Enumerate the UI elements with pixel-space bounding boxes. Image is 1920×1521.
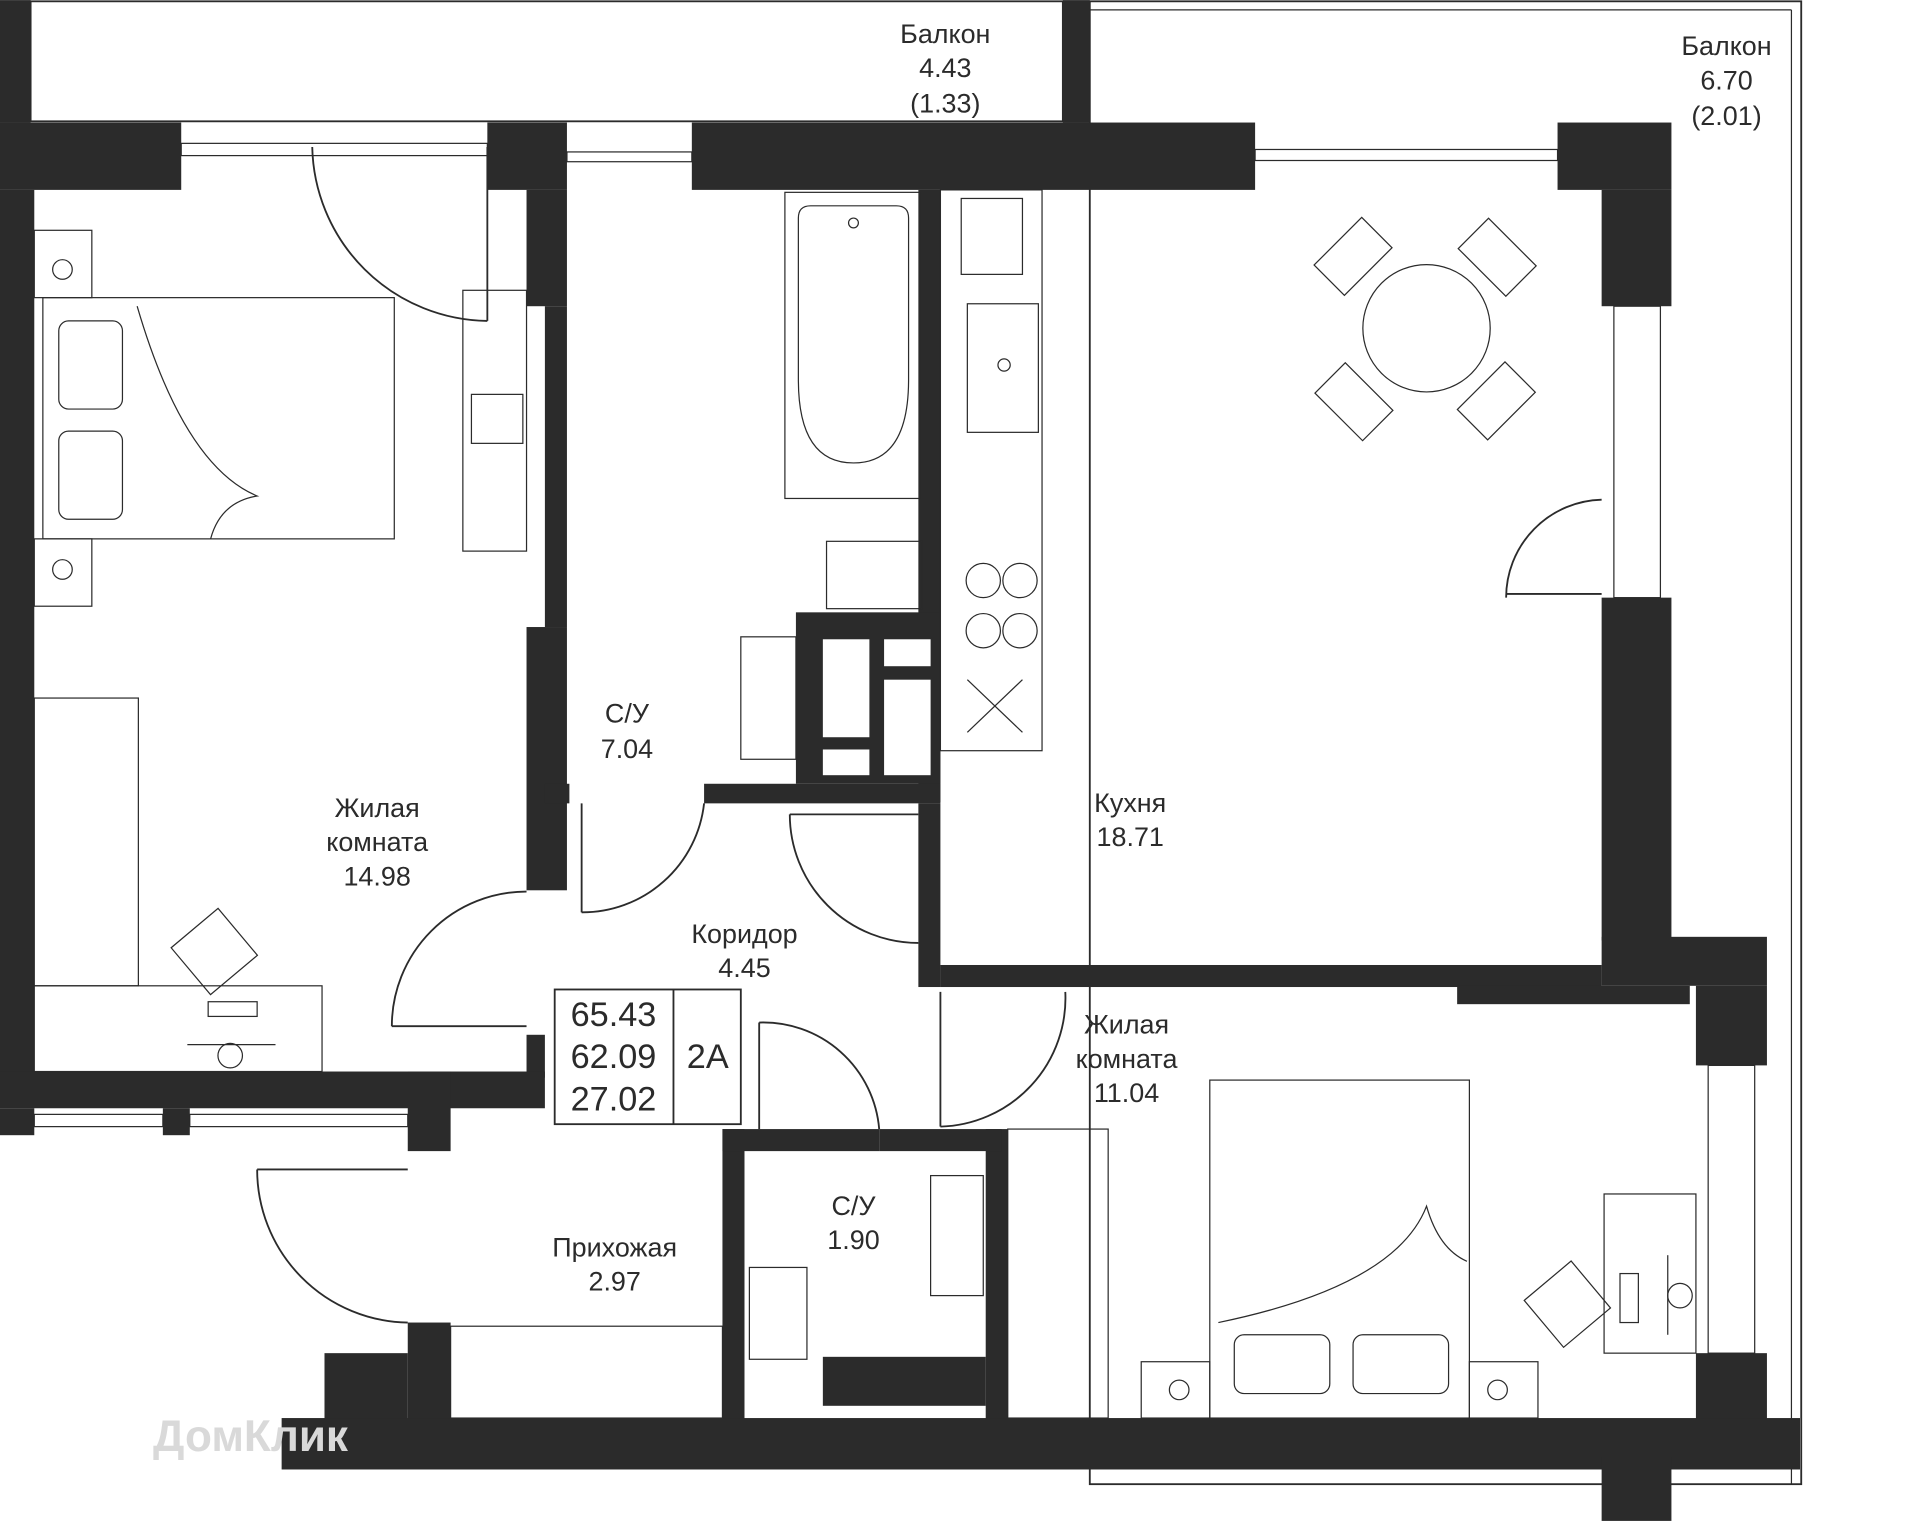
room-name: С/У (605, 699, 650, 729)
room-area: 4.43 (919, 53, 971, 83)
room-area: 2.97 (588, 1267, 640, 1297)
room-name: Балкон (900, 19, 990, 49)
area-no-balcony: 62.09 (571, 1038, 657, 1076)
room-name: Прихожая (552, 1232, 677, 1262)
room-name-2: комната (1076, 1044, 1178, 1074)
kitchen-label: Кухня 18.71 (1094, 788, 1166, 852)
windows (33, 142, 1756, 1354)
watermark-logo: ДомКлик (153, 1412, 349, 1461)
balcony-2-label: Балкон 6.70 (2.01) (1681, 31, 1771, 131)
room-name: Коридор (691, 919, 797, 949)
room-area: 7.04 (601, 734, 653, 764)
room-area: 6.70 (1700, 65, 1752, 95)
room-area: 4.45 (718, 953, 770, 983)
bedroom-1-label: Жилая комната 14.98 (326, 793, 428, 892)
room-area: 1.90 (827, 1225, 879, 1255)
room-name: С/У (831, 1191, 876, 1221)
bathroom-1-label: С/У 7.04 (601, 699, 653, 765)
living-area: 27.02 (571, 1081, 657, 1119)
bedroom-2-label: Жилая комната 11.04 (1076, 1010, 1178, 1109)
room-name: Кухня (1094, 788, 1166, 818)
room-area-coef: (2.01) (1691, 101, 1761, 131)
walls (0, 0, 1800, 1521)
room-area-coef: (1.33) (910, 89, 980, 119)
room-area: 18.71 (1097, 822, 1164, 852)
room-name-2: комната (326, 827, 428, 857)
hallway-label: Прихожая 2.97 (552, 1232, 677, 1296)
room-area: 14.98 (343, 861, 410, 891)
room-area: 11.04 (1094, 1078, 1159, 1108)
doors (256, 147, 1602, 1324)
apartment-type: 2А (687, 1038, 729, 1076)
room-name-1: Жилая (1084, 1010, 1169, 1040)
furniture (33, 189, 1697, 1419)
balcony-1-label: Балкон 4.43 (1.33) (900, 19, 990, 119)
total-area: 65.43 (571, 996, 657, 1034)
corridor-label: Коридор 4.45 (691, 919, 797, 983)
area-summary-box: 65.43 62.09 27.02 2А (553, 988, 742, 1126)
room-name-1: Жилая (335, 793, 420, 823)
bathroom-2-label: С/У 1.90 (827, 1191, 879, 1255)
balcony-2-outline (1088, 0, 1803, 1486)
room-name: Балкон (1681, 31, 1771, 61)
